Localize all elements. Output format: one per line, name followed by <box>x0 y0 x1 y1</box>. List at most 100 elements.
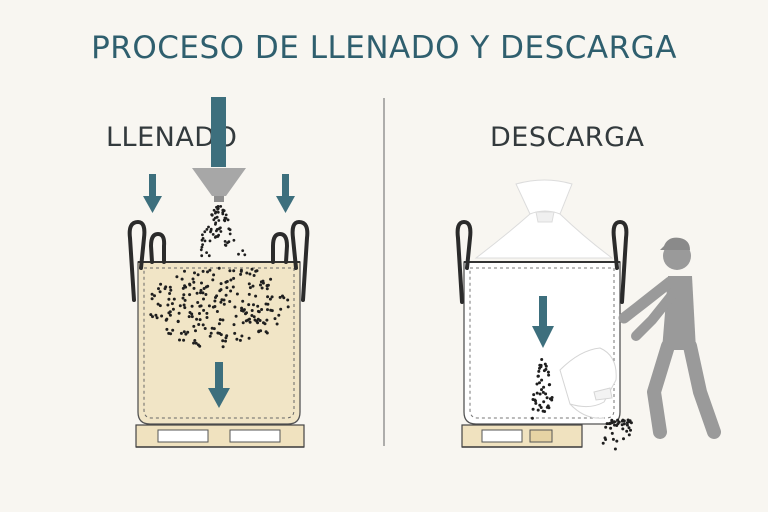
granule <box>214 211 217 215</box>
granule <box>216 235 220 238</box>
granule <box>181 286 185 290</box>
granule <box>203 230 207 234</box>
granule <box>223 216 227 220</box>
granule <box>224 293 228 297</box>
granule <box>180 277 184 281</box>
granule <box>214 221 218 225</box>
granule <box>221 345 225 349</box>
granule <box>541 409 545 413</box>
granule <box>215 229 218 233</box>
granule <box>547 373 551 377</box>
lifting-loop-icon <box>271 231 290 264</box>
granule <box>542 400 546 404</box>
granule <box>211 305 215 309</box>
granule <box>226 218 230 222</box>
granule <box>531 398 535 401</box>
granule <box>609 421 613 425</box>
granule <box>177 311 181 315</box>
granule <box>228 228 232 232</box>
granule <box>194 329 197 333</box>
granule <box>610 431 614 435</box>
granule <box>248 320 252 324</box>
granule <box>233 331 237 335</box>
granule <box>282 296 286 300</box>
granule <box>258 319 262 322</box>
granule <box>193 271 196 275</box>
granule <box>266 283 270 287</box>
granule <box>542 385 546 389</box>
granule <box>251 284 255 288</box>
granule <box>278 295 282 299</box>
granule <box>613 447 617 451</box>
granule <box>601 441 605 445</box>
lifting-loop-icon <box>290 219 310 302</box>
granule <box>247 336 251 340</box>
granule <box>254 269 258 273</box>
granule <box>155 316 159 320</box>
granule <box>193 339 197 342</box>
granule <box>540 358 544 361</box>
granule <box>252 274 256 277</box>
granule <box>247 303 251 307</box>
person-icon <box>618 237 721 439</box>
granule <box>216 210 220 214</box>
granule <box>182 303 186 307</box>
granule <box>233 305 237 309</box>
granule <box>538 392 542 396</box>
granule <box>254 294 258 298</box>
granule <box>160 314 164 318</box>
granule <box>191 277 195 281</box>
granule <box>182 330 186 334</box>
granule <box>544 367 548 371</box>
granule <box>256 304 260 308</box>
granule <box>205 228 209 231</box>
granule <box>242 308 246 312</box>
granule <box>216 207 220 211</box>
granule <box>260 286 264 290</box>
granule <box>158 290 162 294</box>
granule <box>151 315 154 319</box>
granule <box>205 311 209 315</box>
granule <box>241 321 245 325</box>
granule <box>625 429 629 433</box>
granule <box>205 316 209 319</box>
granule <box>244 319 248 323</box>
granule <box>240 306 244 310</box>
granule <box>270 295 274 299</box>
discharge-panel <box>455 179 721 451</box>
granule <box>286 305 290 309</box>
granule <box>540 378 544 382</box>
granule <box>201 237 205 240</box>
granule <box>225 286 229 290</box>
granule <box>241 299 245 303</box>
granule <box>264 302 268 306</box>
granule <box>532 393 536 397</box>
granule <box>206 284 210 288</box>
granules <box>530 358 633 451</box>
granule <box>200 245 204 249</box>
down-arrow-icon <box>276 174 295 213</box>
granule <box>622 422 626 426</box>
filled-bag <box>137 261 301 425</box>
granule <box>235 292 239 296</box>
granule <box>544 392 548 396</box>
granule <box>535 391 539 395</box>
granule <box>183 298 187 302</box>
granule <box>275 322 279 326</box>
granule <box>165 327 169 331</box>
granule <box>256 309 260 313</box>
granule <box>208 334 212 338</box>
pallet-icon <box>461 424 583 448</box>
granule <box>260 308 264 311</box>
granule <box>194 341 198 345</box>
feed-pipe <box>211 97 226 167</box>
granule <box>237 252 240 256</box>
granule <box>240 334 244 338</box>
granule <box>166 303 170 307</box>
granule <box>201 323 205 327</box>
granule <box>184 332 188 336</box>
granule <box>197 323 201 326</box>
granule <box>265 287 269 291</box>
granule <box>205 251 209 255</box>
granule <box>225 334 229 338</box>
